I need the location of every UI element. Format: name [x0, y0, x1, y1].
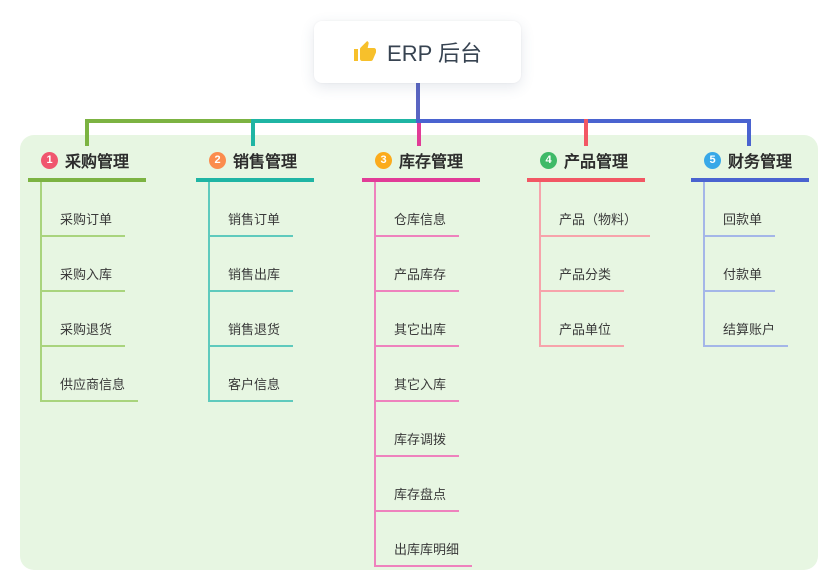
thumbs-up-icon [353, 40, 377, 64]
branch-label: 库存管理 [399, 154, 464, 171]
child-node[interactable]: 产品（物料） [541, 182, 651, 237]
child-node-label: 付款单 [705, 267, 776, 292]
branch-label: 产品管理 [564, 154, 629, 171]
branch-number-badge: 1 [41, 151, 58, 169]
child-node[interactable]: 结算账户 [705, 292, 809, 347]
connector-drop-product [584, 119, 588, 146]
child-node-label: 销售出库 [210, 267, 294, 292]
child-node[interactable]: 产品分类 [541, 237, 650, 292]
root-node-label: ERP 后台 [387, 41, 482, 66]
connector-drop-sales [251, 119, 255, 146]
branch-finance-header[interactable]: 5 财务管理 [691, 146, 809, 182]
child-node-label: 产品分类 [541, 267, 625, 292]
branch-inventory: 3 库存管理 仓库信息 产品库存 其它出库 其它入库 库存调拨 库存盘点 出库库… [362, 146, 480, 567]
child-node-label: 采购入库 [42, 267, 126, 292]
child-node-label: 结算账户 [705, 322, 789, 347]
branch-finance-children: 回款单 付款单 结算账户 [703, 182, 809, 347]
child-node[interactable]: 产品库存 [376, 237, 480, 292]
branch-label: 财务管理 [728, 154, 793, 171]
connector-root-drop [416, 82, 420, 120]
child-node-label: 库存盘点 [376, 487, 460, 512]
child-node-label: 产品（物料） [541, 212, 651, 237]
child-node[interactable]: 回款单 [705, 182, 809, 237]
connector-horizontal-sales [252, 119, 418, 123]
branch-inventory-header[interactable]: 3 库存管理 [362, 146, 480, 182]
child-node[interactable]: 客户信息 [210, 347, 314, 402]
branch-label: 采购管理 [65, 154, 130, 171]
child-node-label: 回款单 [705, 212, 776, 237]
child-node[interactable]: 销售退货 [210, 292, 314, 347]
branch-inventory-children: 仓库信息 产品库存 其它出库 其它入库 库存调拨 库存盘点 出库库明细 [374, 182, 480, 567]
branch-product-header[interactable]: 4 产品管理 [527, 146, 645, 182]
child-node[interactable]: 采购订单 [42, 182, 146, 237]
child-node-label: 采购退货 [42, 322, 126, 347]
connector-drop-finance [747, 119, 751, 146]
child-node-label: 销售订单 [210, 212, 294, 237]
connector-horizontal-finance [416, 119, 751, 123]
root-node[interactable]: ERP 后台 [314, 21, 521, 83]
child-node[interactable]: 其它入库 [376, 347, 480, 402]
branch-number-badge: 4 [540, 151, 557, 169]
child-node-label: 仓库信息 [376, 212, 460, 237]
connector-drop-inventory [417, 123, 421, 146]
child-node-label: 出库库明细 [376, 542, 473, 567]
connector-drop-purchase [85, 119, 89, 146]
branch-number-badge: 3 [375, 151, 392, 169]
branch-sales-header[interactable]: 2 销售管理 [196, 146, 314, 182]
branch-purchase-children: 采购订单 采购入库 采购退货 供应商信息 [40, 182, 146, 402]
child-node[interactable]: 销售出库 [210, 237, 314, 292]
branch-purchase: 1 采购管理 采购订单 采购入库 采购退货 供应商信息 [28, 146, 146, 402]
child-node[interactable]: 产品单位 [541, 292, 650, 347]
child-node[interactable]: 出库库明细 [376, 512, 480, 567]
child-node-label: 产品库存 [376, 267, 460, 292]
child-node-label: 销售退货 [210, 322, 294, 347]
child-node-label: 供应商信息 [42, 377, 139, 402]
branch-sales: 2 销售管理 销售订单 销售出库 销售退货 客户信息 [196, 146, 314, 402]
child-node-label: 库存调拨 [376, 432, 460, 457]
branch-product-children: 产品（物料） 产品分类 产品单位 [539, 182, 651, 347]
child-node[interactable]: 仓库信息 [376, 182, 480, 237]
branch-number-badge: 2 [209, 151, 226, 169]
branch-sales-children: 销售订单 销售出库 销售退货 客户信息 [208, 182, 314, 402]
branch-product: 4 产品管理 产品（物料） 产品分类 产品单位 [527, 146, 651, 347]
child-node[interactable]: 付款单 [705, 237, 809, 292]
child-node-label: 其它入库 [376, 377, 460, 402]
child-node[interactable]: 采购入库 [42, 237, 146, 292]
branch-number-badge: 5 [704, 151, 721, 169]
child-node-label: 客户信息 [210, 377, 294, 402]
child-node[interactable]: 库存盘点 [376, 457, 480, 512]
branches-panel [20, 135, 818, 570]
child-node-label: 采购订单 [42, 212, 126, 237]
child-node[interactable]: 库存调拨 [376, 402, 480, 457]
child-node[interactable]: 采购退货 [42, 292, 146, 347]
child-node-label: 其它出库 [376, 322, 460, 347]
child-node[interactable]: 其它出库 [376, 292, 480, 347]
branch-purchase-header[interactable]: 1 采购管理 [28, 146, 146, 182]
child-node[interactable]: 销售订单 [210, 182, 314, 237]
child-node-label: 产品单位 [541, 322, 625, 347]
branch-label: 销售管理 [233, 154, 298, 171]
child-node[interactable]: 供应商信息 [42, 347, 146, 402]
connector-horizontal-purchase [86, 119, 254, 123]
branch-finance: 5 财务管理 回款单 付款单 结算账户 [691, 146, 809, 347]
